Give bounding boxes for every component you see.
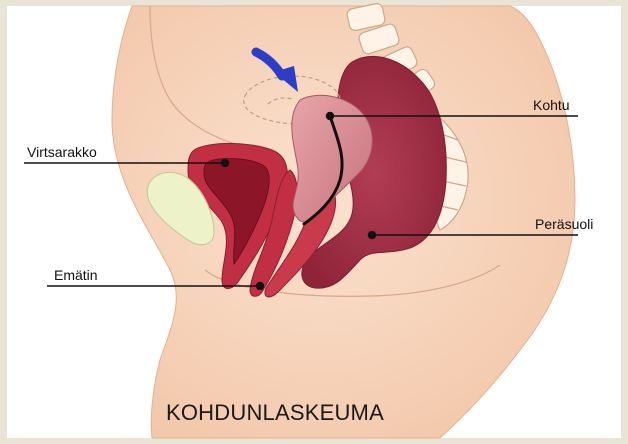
label-virtsarakko: Virtsarakko (27, 144, 97, 160)
label-ematin: Emätin (54, 267, 98, 283)
label-kohtu: Kohtu (533, 97, 570, 113)
label-perasuoli: Peräsuoli (535, 216, 593, 232)
diagram-title: KOHDUNLASKEUMA (166, 400, 384, 425)
